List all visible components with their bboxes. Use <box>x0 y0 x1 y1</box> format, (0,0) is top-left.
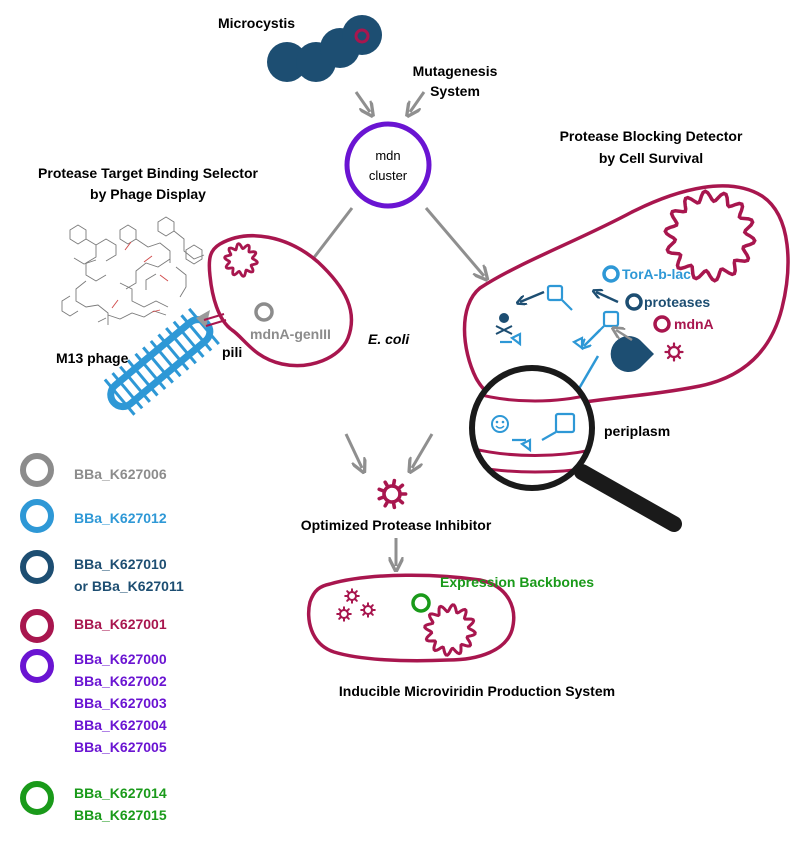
m13-phage-label: M13 phage <box>56 350 129 366</box>
legend-label-purple-3: BBa_K627004 <box>74 717 167 733</box>
arrow-tora-flow <box>596 292 619 304</box>
expression-backbone-plasmid-icon <box>411 593 431 613</box>
microviridin-molecule-structure <box>61 216 205 325</box>
pili-label: pili <box>222 344 242 360</box>
legend-label-light_blue-0: BBa_K627012 <box>74 510 167 526</box>
selector-ecoli-cell <box>207 234 354 368</box>
produced-inhibitor-gear-icon-3 <box>360 602 376 618</box>
protease-pacman-icon <box>610 336 654 372</box>
mdn-cluster-plasmid <box>344 121 432 209</box>
mdn-label-line2: cluster <box>369 168 408 183</box>
pili-line-b <box>205 319 227 327</box>
periplasm-label: periplasm <box>604 423 670 439</box>
legend-plasmid-icon-magenta <box>20 609 54 643</box>
mdna-label: mdnA <box>674 316 714 332</box>
pili-line-a <box>203 313 225 321</box>
selector-title-line2: by Phage Display <box>90 186 206 202</box>
skull-icon <box>495 313 513 335</box>
optimized-inhibitor-label: Optimized Protease Inhibitor <box>301 517 492 533</box>
legend-label-dark_blue-0: BBa_K627010 <box>74 556 167 572</box>
legend-label-purple-2: BBa_K627003 <box>74 695 167 711</box>
arrow-microcystis-to-mdn <box>354 91 370 112</box>
legend-label-purple-0: BBa_K627000 <box>74 651 167 667</box>
legend-label-magenta-0: BBa_K627001 <box>74 616 167 632</box>
legend-label-green-0: BBa_K627014 <box>74 785 167 801</box>
ecoli-label: E. coli <box>368 331 410 347</box>
detector-title-line1: Protease Blocking Detector <box>560 128 743 144</box>
optimized-inhibitor-gear-icon <box>377 478 408 510</box>
legend-label-green-1: BBa_K627015 <box>74 807 167 823</box>
mdna-plasmid-icon <box>653 315 671 333</box>
mdna-geniii-label: mdnA-genIII <box>250 326 331 342</box>
selector-title-line1: Protease Target Binding Selector <box>38 165 258 181</box>
mdn-label-line1: mdn <box>375 148 400 163</box>
microcystis-plasmid-icon <box>354 28 370 44</box>
production-ecoli-cell <box>306 573 516 663</box>
arrow-protease-to-blac <box>616 330 633 342</box>
tora-label: TorA-b-lac <box>622 266 691 282</box>
expression-backbones-label: Expression Backbones <box>440 574 594 590</box>
detector-genome-icon <box>663 189 757 283</box>
arrow-mutagenesis-to-mdn <box>410 91 426 112</box>
selector-genome-icon <box>223 242 259 278</box>
arrow-blac-export <box>584 329 601 346</box>
proteases-label: proteases <box>644 294 710 310</box>
arrow-detector-to-inhibitor <box>412 433 434 468</box>
mutagenesis-label-line1: Mutagenesis <box>413 63 498 79</box>
legend-label-dark_blue-1: or BBa_K627011 <box>74 578 184 594</box>
m13-phage <box>103 307 220 416</box>
magnifying-glass <box>469 365 682 532</box>
production-genome-icon <box>423 603 477 657</box>
mdna-geniii-plasmid-icon <box>254 302 274 322</box>
inducible-system-label: Inducible Microviridin Production System <box>339 683 615 699</box>
microcystis-label: Microcystis <box>218 15 295 31</box>
phage-tip-icon <box>196 310 210 328</box>
legend-label-purple-4: BBa_K627005 <box>74 739 167 755</box>
mutagenesis-label-line2: System <box>430 83 480 99</box>
legend-plasmid-icon-light_blue <box>20 499 54 533</box>
microcystis-cells <box>267 15 382 82</box>
arrow-selector-to-inhibitor <box>344 433 362 468</box>
legend-label-grey-0: BBa_K627006 <box>74 466 167 482</box>
produced-inhibitor-gear-icon-2 <box>336 606 352 622</box>
inhibitor-gear-icon <box>664 342 684 362</box>
legend-plasmid-icon-dark_blue <box>20 550 54 584</box>
legend-label-purple-1: BBa_K627002 <box>74 673 167 689</box>
arrow-to-death <box>520 290 545 302</box>
arrow-mdn-to-detector <box>424 207 484 276</box>
legend-plasmid-icon-grey <box>20 453 54 487</box>
detector-title-line2: by Cell Survival <box>599 150 703 166</box>
produced-inhibitor-gear-icon-1 <box>344 588 360 604</box>
proteases-plasmid-icon <box>625 293 643 311</box>
legend-plasmid-icon-purple <box>20 649 54 683</box>
legend-plasmid-icon-green <box>20 781 54 815</box>
tora-plasmid-icon <box>602 265 620 283</box>
